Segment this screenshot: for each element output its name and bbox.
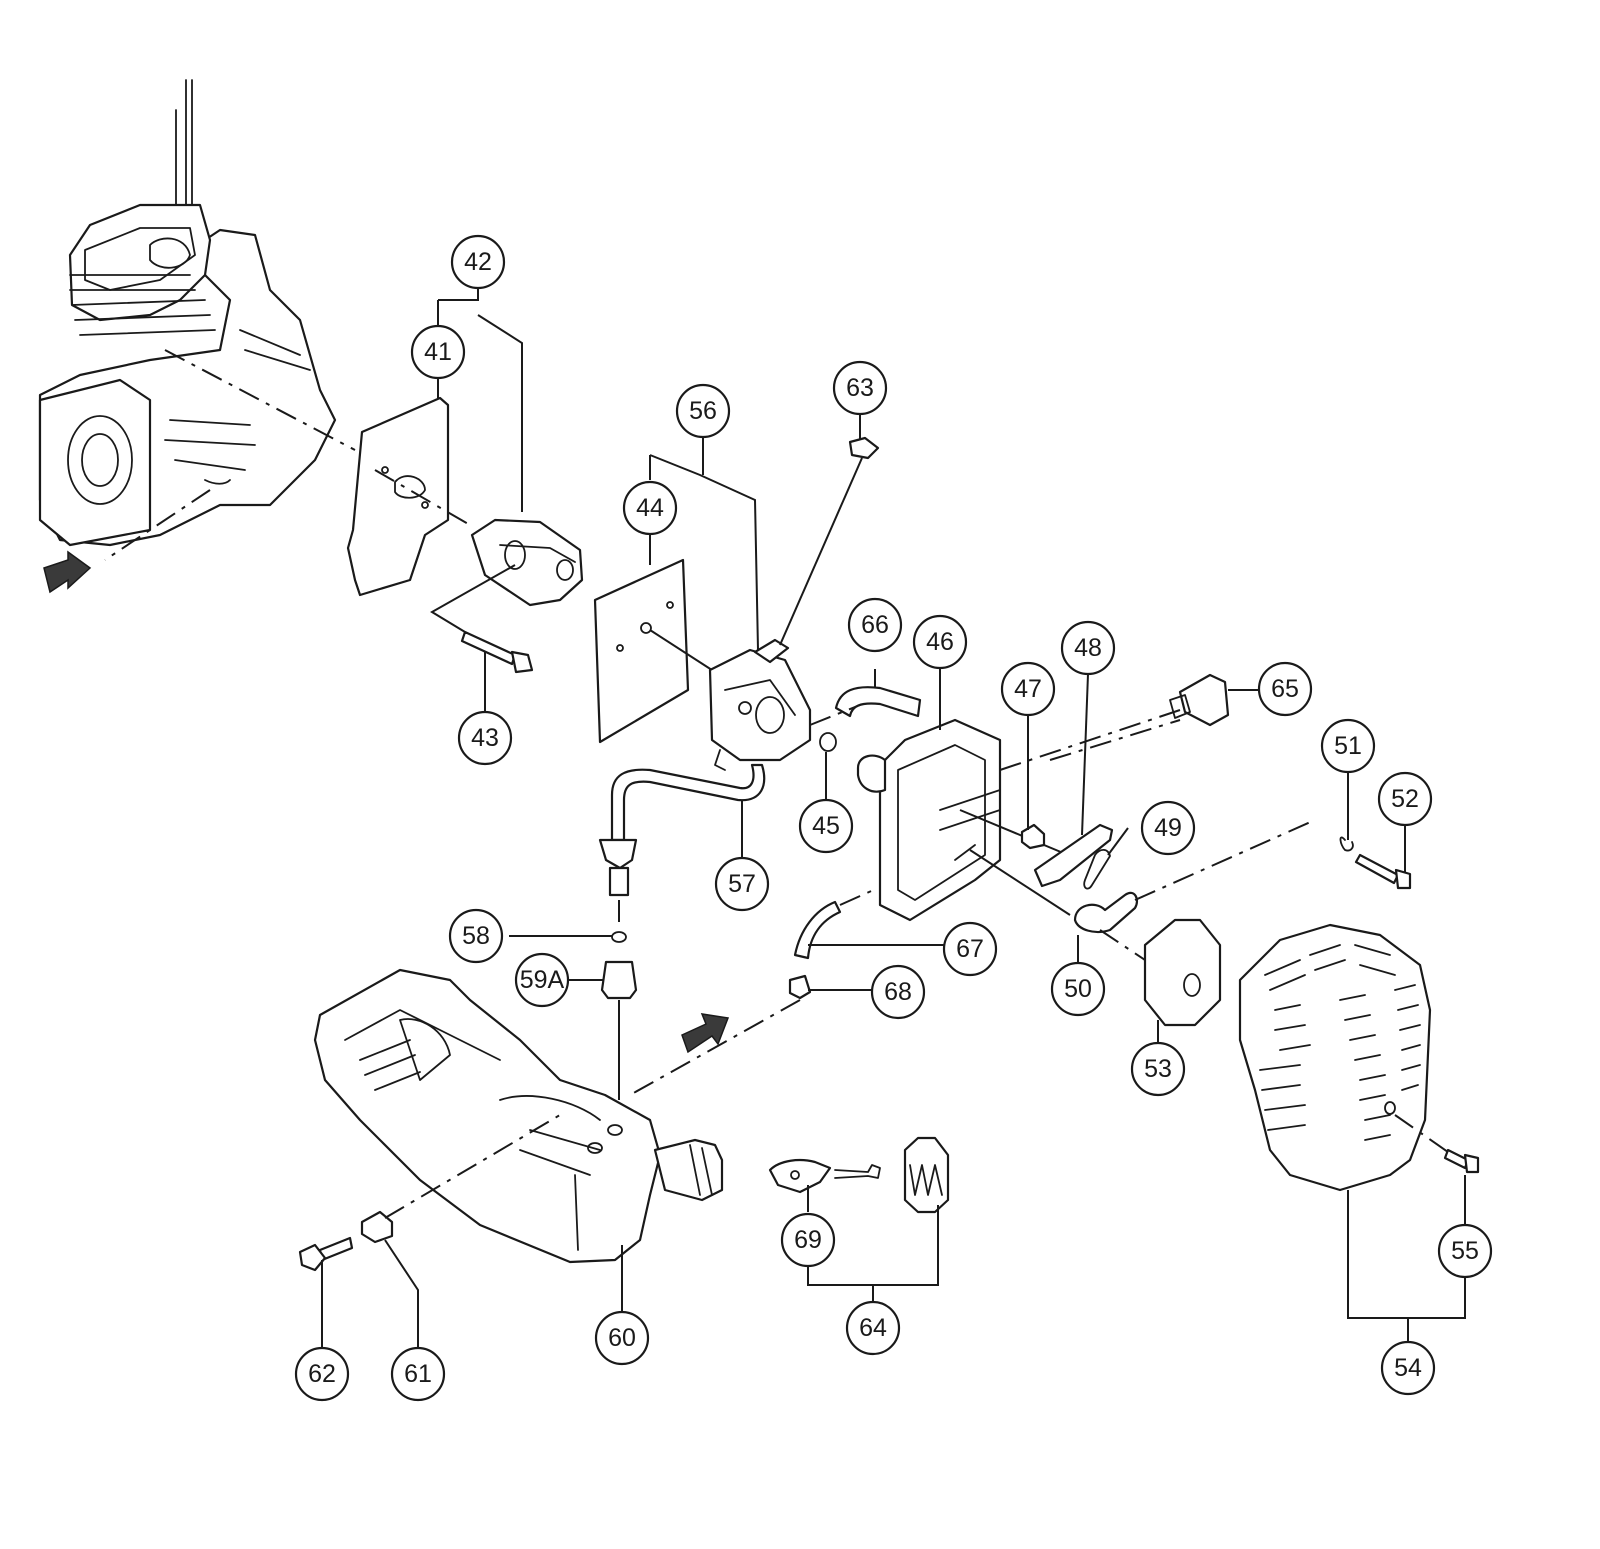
part-43-bolt: [460, 630, 534, 674]
callout-51: 51: [1320, 718, 1376, 774]
callout-48: 48: [1060, 620, 1116, 676]
callout-56: 56: [675, 383, 731, 439]
callout-44: 44: [622, 480, 678, 536]
callout-52: 52: [1377, 771, 1433, 827]
svg-text:42: 42: [464, 248, 492, 276]
svg-text:57: 57: [728, 870, 756, 898]
callout-64: 64: [845, 1300, 901, 1356]
callout-66: 66: [847, 597, 903, 653]
part-58-oring: [611, 931, 627, 943]
svg-text:45: 45: [812, 812, 840, 840]
svg-text:49: 49: [1154, 814, 1182, 842]
svg-text:53: 53: [1144, 1055, 1172, 1083]
svg-text:69: 69: [794, 1226, 822, 1254]
svg-text:48: 48: [1074, 634, 1102, 662]
callout-62: 62: [294, 1346, 350, 1402]
svg-text:66: 66: [861, 611, 889, 639]
part-53-air-filter: [1143, 918, 1222, 1027]
callout-54: 54: [1380, 1340, 1436, 1396]
part-44-gasket: [593, 558, 690, 744]
svg-text:44: 44: [636, 494, 664, 522]
svg-text:65: 65: [1271, 675, 1299, 703]
part-64-fuel-cap: [903, 1136, 950, 1214]
callout-49: 49: [1140, 800, 1196, 856]
callout-46: 46: [912, 614, 968, 670]
part-49-spring: [1083, 848, 1111, 890]
svg-text:64: 64: [859, 1314, 887, 1342]
part-48-lever: [1033, 823, 1114, 888]
part-57-fuel-line: [610, 763, 766, 842]
part-57-fuel-filter: [598, 838, 638, 870]
callout-57: 57: [714, 856, 770, 912]
callout-65: 65: [1257, 661, 1313, 717]
svg-text:52: 52: [1391, 785, 1419, 813]
svg-text:54: 54: [1394, 1354, 1422, 1382]
callout-59a: 59A: [514, 952, 570, 1008]
part-50-bracket: [1073, 891, 1139, 934]
leader-lines: [321, 288, 1466, 1348]
svg-text:47: 47: [1014, 675, 1042, 703]
part-55-screw: [1443, 1148, 1480, 1174]
svg-text:56: 56: [689, 397, 717, 425]
engine-block: [38, 79, 337, 547]
callout-63: 63: [832, 360, 888, 416]
callout-50: 50: [1050, 961, 1106, 1017]
callout-41: 41: [410, 324, 466, 380]
part-63-clip: [848, 436, 880, 460]
callout-47: 47: [1000, 661, 1056, 717]
part-66-hose: [834, 686, 922, 718]
part-45-oring: [819, 732, 837, 752]
callout-43: 43: [457, 710, 513, 766]
part-68-check-valve: [788, 974, 812, 1000]
part-67-hose: [793, 900, 842, 960]
svg-text:61: 61: [404, 1360, 432, 1388]
svg-text:55: 55: [1451, 1237, 1479, 1265]
callout-42: 42: [450, 234, 506, 290]
part-65-plug-cap: [1169, 673, 1230, 727]
direction-arrow-icon: [681, 1013, 730, 1054]
part-47-collar: [1020, 823, 1046, 850]
part-61-grommet: [360, 1210, 394, 1244]
svg-text:62: 62: [308, 1360, 336, 1388]
svg-text:43: 43: [471, 724, 499, 752]
part-59a-grommet: [600, 960, 638, 1000]
svg-text:51: 51: [1334, 732, 1362, 760]
callout-55: 55: [1437, 1223, 1493, 1279]
svg-text:59A: 59A: [520, 966, 565, 994]
callout-45: 45: [798, 798, 854, 854]
callout-60: 60: [594, 1310, 650, 1366]
svg-text:63: 63: [846, 374, 874, 402]
part-54-air-cleaner-cover: [1238, 923, 1432, 1192]
engine-lower-line: [104, 489, 211, 561]
part-41-gasket: [346, 396, 450, 597]
direction-arrow-icon: [43, 550, 92, 594]
callout-69: 69: [780, 1212, 836, 1268]
part-42-insulator: [470, 518, 584, 607]
callout-61: 61: [390, 1346, 446, 1402]
engine-to-gasket-line: [164, 349, 356, 451]
part-56-carburetor: [708, 638, 812, 771]
part-52-screw: [1354, 853, 1412, 890]
svg-text:46: 46: [926, 628, 954, 656]
callout-53: 53: [1130, 1041, 1186, 1097]
svg-text:60: 60: [608, 1324, 636, 1352]
svg-text:67: 67: [956, 935, 984, 963]
svg-text:58: 58: [462, 922, 490, 950]
svg-text:41: 41: [424, 338, 452, 366]
svg-text:50: 50: [1064, 975, 1092, 1003]
part-46-air-cleaner-base: [856, 718, 1002, 922]
part-60-fuel-tank: [313, 968, 724, 1264]
svg-text:68: 68: [884, 978, 912, 1006]
callout-67: 67: [942, 921, 998, 977]
callout-68: 68: [870, 964, 926, 1020]
part-62-bolt: [298, 1236, 354, 1272]
callout-58: 58: [448, 908, 504, 964]
part-69-key: [768, 1159, 881, 1194]
part-51-e-clip: [1339, 836, 1354, 852]
